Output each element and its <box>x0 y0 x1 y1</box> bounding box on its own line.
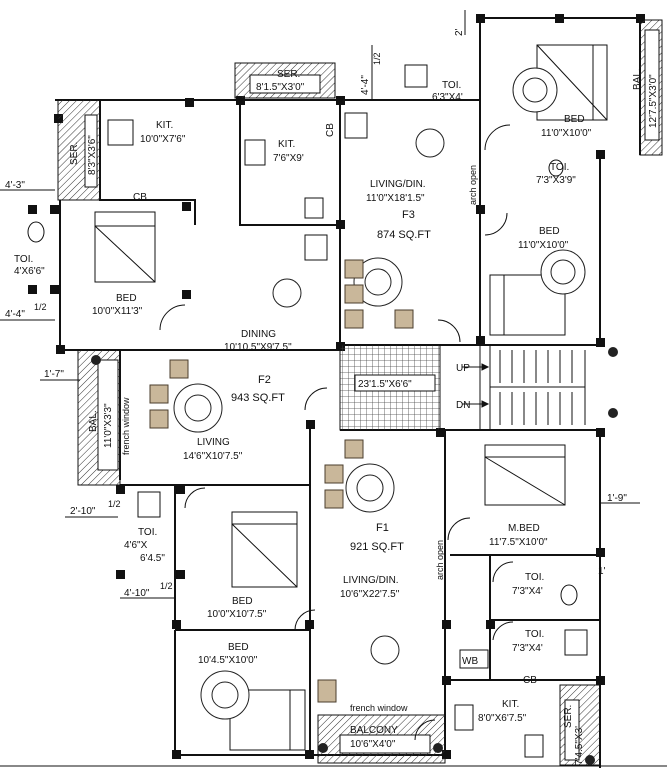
f3-name: F3 <box>402 209 415 221</box>
dim-4-4-b-frac: 1/2 <box>372 52 382 65</box>
toi-f3-b-name: TOI. <box>550 162 569 173</box>
living-f1-dim: 10'6"X22'7.5" <box>340 589 400 600</box>
ser-left-dim: 8'3"X3'6" <box>87 135 98 175</box>
balcony-name: BALCONY <box>350 725 398 736</box>
toi-left-dim: 4'X6'6" <box>14 266 45 277</box>
f3-area: 874 SQ.FT <box>377 229 431 241</box>
living-f2-dim: 14'6"X10'7.5" <box>183 451 243 462</box>
bed-f2-dim: 10'0"X10'7.5" <box>207 609 267 620</box>
bed-f1-dim: 10'4.5"X10'0" <box>198 655 258 666</box>
living-f1-name: LIVING/DIN. <box>343 575 399 586</box>
living-f3-name: LIVING/DIN. <box>370 179 426 190</box>
doors <box>159 124 514 741</box>
room-labels: SER. 8'1.5"X3'0" KIT. 10'0"X7'6" KIT. 7'… <box>14 68 659 765</box>
kit-f2-dim: 10'0"X7'6" <box>140 134 186 145</box>
balcony-dim: 10'6"X4'0" <box>350 739 396 750</box>
dim-2-10-frac: 1/2 <box>108 499 121 509</box>
toi-f3-b-dim: 7'3"X3'9" <box>536 175 576 186</box>
kit-f1-name: KIT. <box>502 699 519 710</box>
staircase <box>462 345 586 430</box>
dim-2: 2' <box>454 28 465 36</box>
dimension-labels: 4'-3" 4'-4" 1/2 1'-7" 2'-10" 1/2 4'-10" … <box>5 28 627 599</box>
f2-name: F2 <box>258 374 271 386</box>
dim-1-9: 1'-9" <box>607 493 627 504</box>
toi-left-name: TOI. <box>14 254 33 265</box>
plants <box>91 347 618 765</box>
dim-2-10: 2'-10" <box>70 506 96 517</box>
toi-f1-a-dim: 7'3"X4' <box>512 586 543 597</box>
kit-f1-dim: 8'0"X6'7.5" <box>478 713 527 724</box>
kit-f2-name: KIT. <box>156 120 173 131</box>
bed-icon <box>484 444 566 506</box>
dim-1-7: 1'-7" <box>44 369 64 380</box>
lobby <box>339 344 586 431</box>
arch-f1-label: arch open <box>435 540 445 580</box>
dim-1: 1' <box>598 566 606 577</box>
kit-f3-name: KIT. <box>278 139 295 150</box>
dn-label: DN <box>456 400 470 411</box>
lobby-dim: 23'1.5"X6'6" <box>358 379 412 390</box>
toi-f3-name: TOI. <box>442 80 461 91</box>
dim-4-4-b: 4'-4" <box>360 75 371 95</box>
f2-area: 943 SQ.FT <box>231 392 285 404</box>
dim-4-10-frac: 1/2 <box>160 581 173 591</box>
ser-f1-dim: 7'4.5"X3' <box>574 726 585 765</box>
ser-left-name: SER. <box>69 142 80 165</box>
bed-left-dim: 10'0"X11'3" <box>92 306 143 317</box>
misc-labels: CB CB CB WB UP DN arch open arch open fr… <box>121 123 537 713</box>
bed-f1-name: BED <box>228 642 249 653</box>
up-label: UP <box>456 363 470 374</box>
dining-name: DINING <box>241 329 276 340</box>
cb-label-1: CB <box>133 192 147 203</box>
toi-f1-b-dim: 7'3"X4' <box>512 643 543 654</box>
dim-4-3: 4'-3" <box>5 180 25 191</box>
ser-f1-name: SER. <box>563 705 574 728</box>
beds <box>94 44 608 751</box>
bed-icon <box>94 211 156 283</box>
dim-4-4-a-frac: 1/2 <box>34 302 47 312</box>
bed-f3-b-dim: 11'0"X10'0" <box>518 240 569 251</box>
f1-area: 921 SQ.FT <box>350 541 404 553</box>
bed-left-name: BED <box>116 293 137 304</box>
rugs <box>173 67 586 720</box>
bed-f3-top-name: BED <box>564 114 585 125</box>
dining-dim: 10'10.5"X9'7.5" <box>224 342 292 353</box>
kit-f3-dim: 7'6"X9' <box>273 153 304 164</box>
bed-f2-name: BED <box>232 596 253 607</box>
bed-f3-top-dim: 11'0"X10'0" <box>541 128 592 139</box>
mbed-name: M.BED <box>508 523 540 534</box>
toi-f2-dim: 4'6"X <box>124 540 148 551</box>
cb-label-2: CB <box>325 123 336 137</box>
furniture <box>149 128 445 703</box>
toi-f1-a-name: TOI. <box>525 572 544 583</box>
french-window-left: french window <box>121 397 131 455</box>
toi-f2-dim2: 6'4.5" <box>140 553 165 564</box>
toi-f2-name: TOI. <box>138 527 157 538</box>
toi-f3-dim: 6'3"X4' <box>432 92 463 103</box>
f1-name: F1 <box>376 522 389 534</box>
ser-top-name: SER. <box>277 69 300 80</box>
bal-right-name: BAL. <box>632 68 643 90</box>
mbed-dim: 11'7.5"X10'0" <box>489 537 548 548</box>
dim-4-10: 4'-10" <box>124 588 150 599</box>
fixtures <box>27 64 588 758</box>
dim-4-4-a: 4'-4" <box>5 309 25 320</box>
dimension-lines <box>0 10 640 599</box>
bal-left-dim: 11'0"X3'3" <box>103 403 114 448</box>
arch-f3-label: arch open <box>468 165 478 205</box>
bed-f3-b-name: BED <box>539 226 560 237</box>
ser-top-dim: 8'1.5"X3'0" <box>256 82 305 93</box>
french-window-bottom: french window <box>350 703 408 713</box>
living-f2-name: LIVING <box>197 437 230 448</box>
bal-left-name: BAL. <box>88 410 99 432</box>
bed-icon <box>231 511 298 588</box>
hatched-areas <box>57 19 663 766</box>
bal-right-dim: 12'7.5"X3'0" <box>648 74 659 128</box>
wb-label: WB <box>462 656 478 667</box>
cb-label-3: CB <box>523 675 537 686</box>
toi-f1-b-name: TOI. <box>525 629 544 640</box>
living-f3-dim: 11'0"X18'1.5" <box>366 193 425 204</box>
